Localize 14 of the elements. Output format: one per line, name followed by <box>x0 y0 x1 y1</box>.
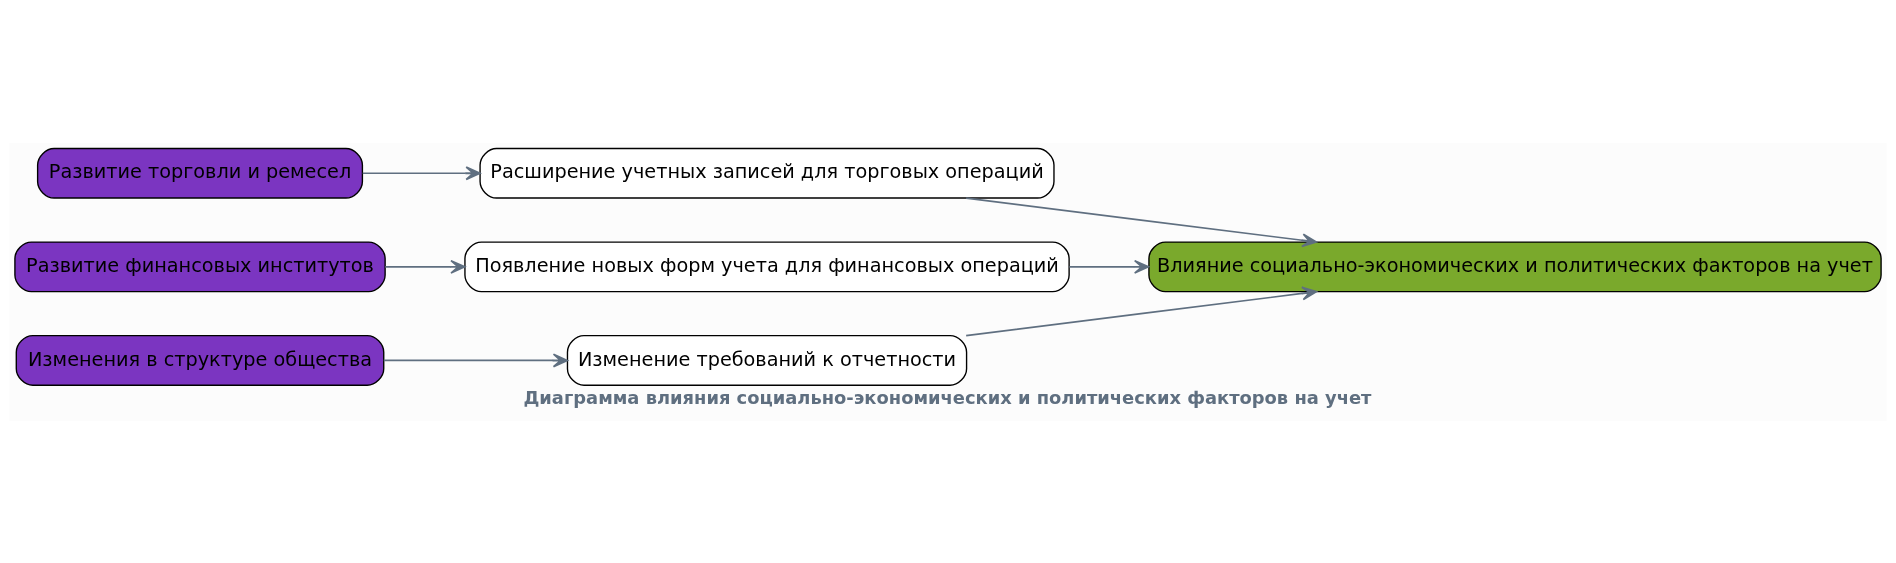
node-box: Появление новых форм учета для финансовых операций <box>464 240 1070 292</box>
node-box: Изменение требований к отчетности <box>566 334 968 386</box>
node-box: Влияние социально-экономических и политических факторов на учет <box>1148 240 1882 292</box>
arrow <box>361 165 481 180</box>
arrow <box>383 352 569 367</box>
arrow <box>384 259 466 274</box>
node-box: Развитие финансовых институтов <box>14 240 386 292</box>
arrow <box>1068 259 1150 274</box>
node-box: Расширение учетных записей для торговых операций <box>479 147 1055 199</box>
node-box: Развитие торговли и ремесел <box>36 147 364 199</box>
arrow <box>965 196 1318 247</box>
diagram-title: Диаграмма влияния социально-экономических и политических факторов на учет <box>523 386 1372 408</box>
arrow <box>965 285 1318 336</box>
node-box: Изменения в структуре общества <box>15 334 385 386</box>
